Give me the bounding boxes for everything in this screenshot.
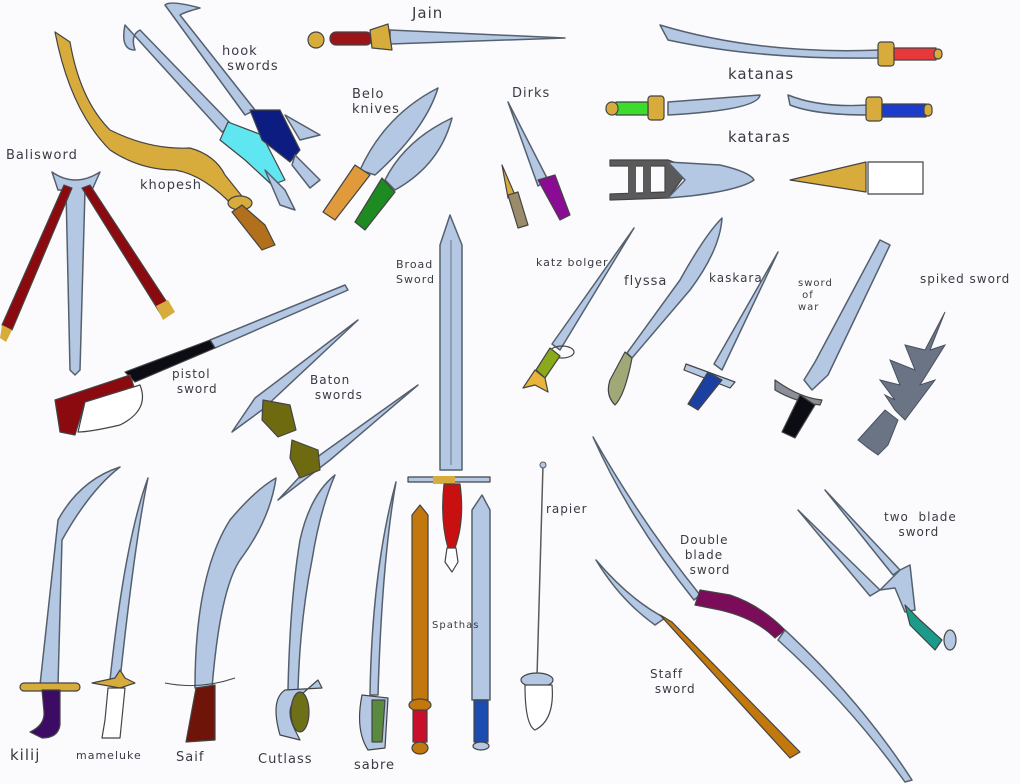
katz-bolger-drawing xyxy=(522,227,635,393)
label-baton-swords: Baton swords xyxy=(310,373,363,402)
label-kataras: kataras xyxy=(728,128,791,146)
sabre-drawing xyxy=(358,481,397,751)
label-double-blade-sword: Double blade sword xyxy=(680,533,731,577)
label-broad-sword: Broad Sword xyxy=(396,258,436,286)
label-katz-bolger: katz bolger xyxy=(536,256,609,269)
mameluke-drawing xyxy=(91,477,149,739)
label-kilij: kilij xyxy=(10,746,41,764)
belo-knives-drawing xyxy=(322,87,453,231)
spiked-sword-drawing xyxy=(857,311,947,456)
saif-drawing xyxy=(164,477,277,743)
label-pistol-sword: pistol sword xyxy=(172,367,218,396)
label-spiked-sword: spiked sword xyxy=(920,272,1011,286)
label-mameluke: mameluke xyxy=(76,749,142,762)
kilij-drawing xyxy=(19,466,121,739)
balisword-drawing xyxy=(0,171,175,376)
label-staff-sword: Staff sword xyxy=(650,667,696,696)
kaskara-drawing xyxy=(683,251,779,411)
label-sabre: sabre xyxy=(354,758,396,773)
label-belo-knives: Belo knives xyxy=(352,87,400,117)
kataras-drawing xyxy=(609,159,924,201)
label-khopesh: khopesh xyxy=(140,178,202,193)
label-hook-swords: hook swords xyxy=(222,44,279,74)
rapier-drawing xyxy=(520,461,554,731)
baton-swords-drawing xyxy=(231,319,419,501)
label-cutlass: Cutlass xyxy=(258,752,313,767)
label-saif: Saif xyxy=(176,750,205,765)
cutlass-drawing xyxy=(275,474,336,741)
pistol-sword-drawing xyxy=(54,284,349,436)
label-sword-of-war: sword of war xyxy=(798,278,833,313)
katanas-drawing xyxy=(605,24,943,122)
label-kaskara: kaskara xyxy=(709,271,763,285)
label-balisword: Balisword xyxy=(6,148,78,163)
label-rapier: rapier xyxy=(546,502,588,516)
khopesh-drawing xyxy=(54,31,276,251)
label-dirks: Dirks xyxy=(512,86,551,101)
sword-of-war-drawing xyxy=(774,239,891,439)
staff-sword-drawing xyxy=(595,559,801,759)
dirks-drawing xyxy=(501,101,571,229)
label-jain: Jain xyxy=(412,4,444,22)
double-blade-sword-drawing xyxy=(592,436,913,783)
jain-drawing xyxy=(307,23,566,51)
flyssa-drawing xyxy=(607,217,723,406)
label-katanas: katanas xyxy=(728,65,795,83)
label-two-blade-sword: two blade sword xyxy=(884,510,957,539)
spathas-drawing xyxy=(408,494,491,755)
two-blade-sword-drawing xyxy=(797,489,957,651)
hook-swords-drawing xyxy=(123,2,321,211)
label-spathas: Spathas xyxy=(432,620,480,631)
broad-sword-drawing xyxy=(407,214,491,573)
label-flyssa: flyssa xyxy=(624,274,668,289)
